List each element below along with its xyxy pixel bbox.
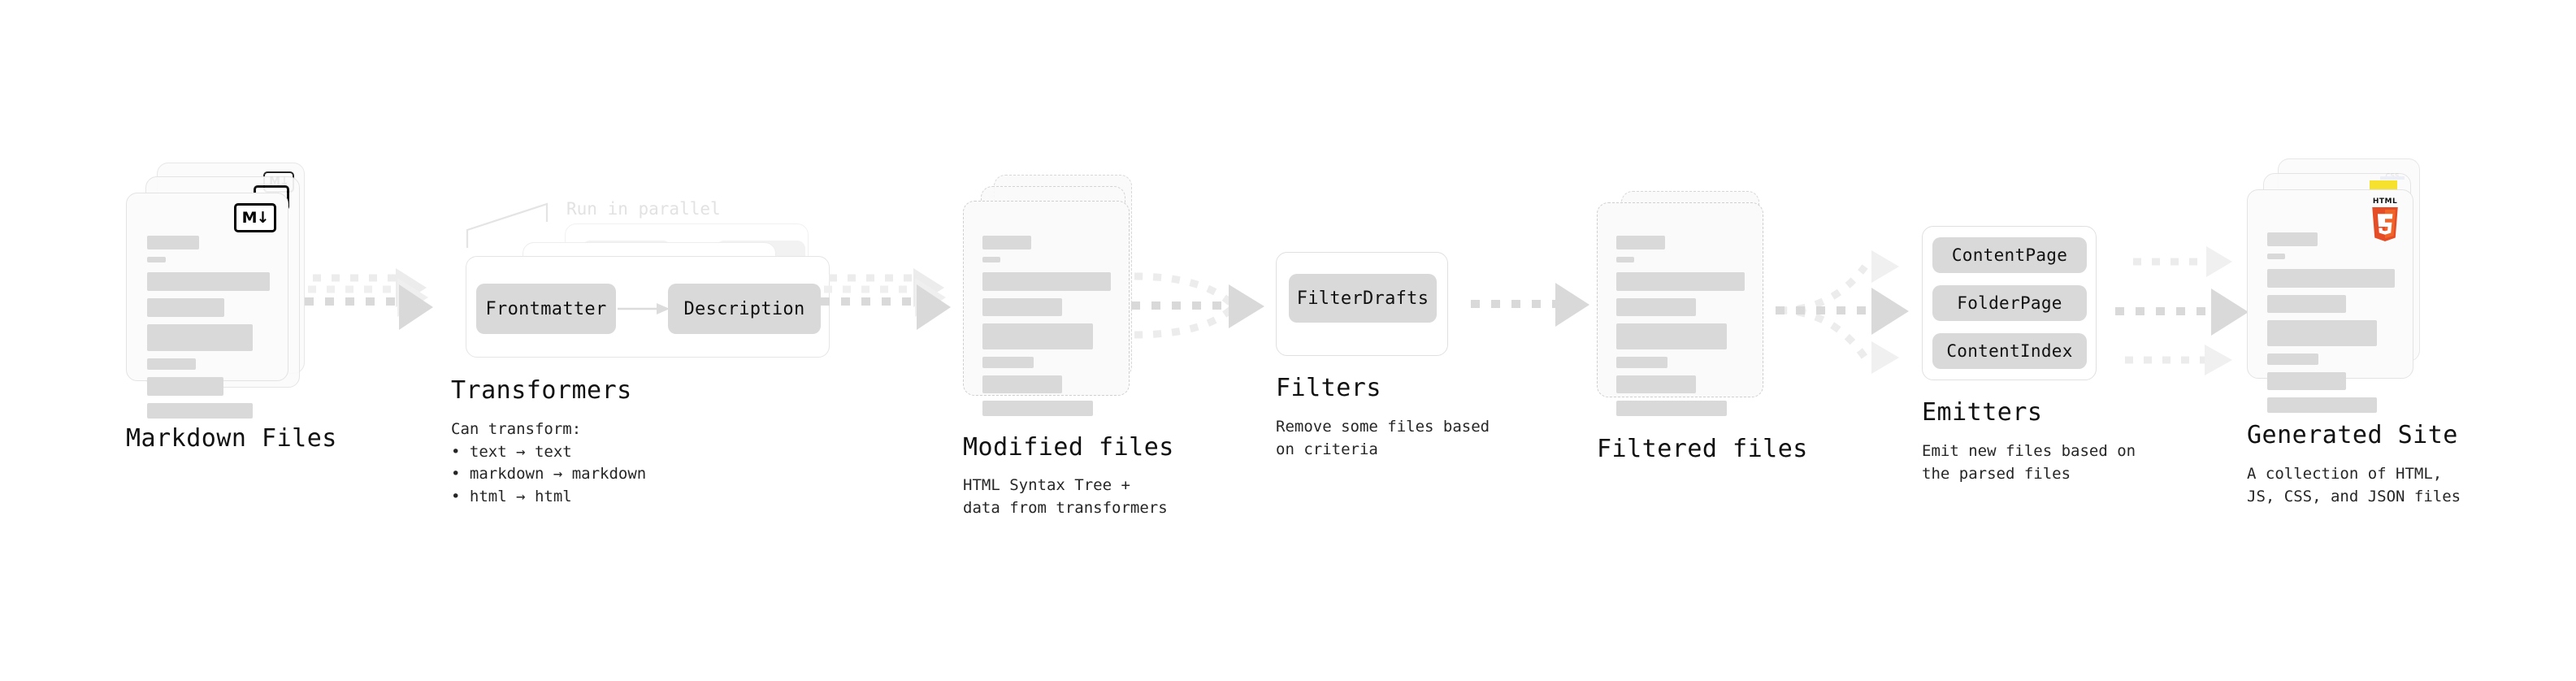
content-line bbox=[2267, 269, 2395, 288]
dotted-arrow-icon bbox=[1471, 283, 1589, 327]
emitters-group-box: ContentPage FolderPage ContentIndex bbox=[1922, 226, 2097, 380]
connector-modified-to-filters bbox=[1131, 260, 1277, 366]
stage-markdown-files: M↓ M↓ M↓ Markdown F bbox=[126, 163, 336, 453]
transformer-arrow-icon bbox=[618, 303, 670, 314]
emitter-pill-contentpage[interactable]: ContentPage bbox=[1932, 237, 2087, 273]
connector-filtered-to-emitters bbox=[1776, 244, 1922, 390]
content-line bbox=[2267, 320, 2378, 346]
emitter-pill-contentindex[interactable]: ContentIndex bbox=[1932, 333, 2087, 369]
dotted-arrow-icon bbox=[821, 268, 951, 330]
content-line bbox=[982, 323, 1093, 349]
filtered-content-lines bbox=[1616, 236, 1745, 423]
content-line bbox=[147, 257, 166, 262]
filtered-card-front bbox=[1597, 202, 1763, 416]
generated-content-lines bbox=[2267, 232, 2395, 420]
filter-pill-filterdrafts[interactable]: FilterDrafts bbox=[1289, 274, 1437, 323]
content-line bbox=[2267, 354, 2318, 365]
transformer-group-front: Frontmatter Description bbox=[466, 256, 830, 358]
content-line bbox=[982, 357, 1034, 368]
modified-content-lines bbox=[982, 236, 1111, 423]
content-line bbox=[1616, 257, 1634, 262]
content-line bbox=[147, 298, 225, 317]
filters-group-box: FilterDrafts bbox=[1276, 252, 1448, 356]
transformers-description: Can transform: • text → text • markdown … bbox=[451, 420, 647, 505]
connector-filters-to-filtered bbox=[1471, 283, 1601, 341]
html5-label: HTML bbox=[2372, 197, 2398, 206]
content-line bbox=[1616, 236, 1665, 249]
markdown-files-title: Markdown Files bbox=[126, 424, 337, 453]
content-line bbox=[982, 401, 1093, 416]
filtered-files-title: Filtered files bbox=[1597, 435, 1808, 463]
html5-badge-icon: HTML bbox=[2367, 197, 2403, 241]
generated-site-description: A collection of HTML, JS, CSS, and JSON … bbox=[2247, 465, 2461, 505]
modified-card-front bbox=[963, 201, 1130, 416]
content-line bbox=[147, 272, 270, 291]
content-line bbox=[1616, 375, 1696, 393]
content-line bbox=[2267, 254, 2285, 259]
transformer-pill-description[interactable]: Description bbox=[668, 284, 821, 334]
content-line bbox=[147, 358, 197, 370]
connector-markdown-to-transformers bbox=[305, 268, 443, 358]
emitters-description: Emit new files based on the parsed files bbox=[1922, 442, 2136, 483]
transformers-title: Transformers bbox=[451, 376, 632, 405]
content-line bbox=[1616, 401, 1727, 416]
modified-files-title: Modified files bbox=[963, 433, 1174, 462]
filters-title: Filters bbox=[1276, 374, 1381, 402]
content-line bbox=[147, 377, 223, 396]
content-line bbox=[147, 403, 253, 419]
dotted-arrow-icon bbox=[305, 268, 433, 330]
content-line bbox=[982, 272, 1111, 291]
generated-site-title: Generated Site bbox=[2247, 421, 2458, 449]
content-line bbox=[982, 375, 1062, 393]
html5-shield-icon bbox=[2372, 207, 2398, 241]
content-line bbox=[2267, 397, 2378, 413]
stage-generated-site: CSS HTML bbox=[2247, 158, 2461, 505]
markdown-content-lines bbox=[147, 236, 270, 426]
generated-card-front-html: HTML bbox=[2247, 189, 2413, 413]
run-in-parallel-bracket-icon bbox=[466, 202, 549, 248]
emitter-pill-folderpage[interactable]: FolderPage bbox=[1932, 285, 2087, 321]
emitters-title: Emitters bbox=[1922, 398, 2043, 427]
markdown-card-front: M↓ bbox=[126, 193, 288, 419]
content-line bbox=[1616, 298, 1696, 316]
content-line bbox=[982, 257, 1000, 262]
connector-emitters-to-site bbox=[2109, 244, 2271, 390]
filters-description: Remove some files based on criteria bbox=[1276, 418, 1490, 458]
modified-file-stack bbox=[963, 175, 1150, 435]
dotted-arrow-fan-icon bbox=[1776, 250, 1909, 374]
content-line bbox=[2267, 372, 2347, 390]
run-in-parallel-label: Run in parallel bbox=[566, 199, 721, 219]
content-line bbox=[1616, 357, 1668, 368]
stage-modified-files: Modified files HTML Syntax Tree + data f… bbox=[963, 175, 1173, 517]
transformer-pill-frontmatter[interactable]: Frontmatter bbox=[476, 284, 616, 334]
content-line bbox=[147, 324, 253, 351]
content-line bbox=[147, 236, 199, 249]
content-line bbox=[2267, 295, 2347, 313]
generated-site-stack: CSS HTML bbox=[2247, 158, 2442, 419]
markdown-file-stack: M↓ M↓ M↓ bbox=[126, 163, 313, 423]
content-line bbox=[982, 298, 1062, 316]
content-line bbox=[1616, 323, 1727, 349]
content-line bbox=[982, 236, 1031, 249]
dotted-arrow-icon bbox=[2115, 246, 2249, 375]
connector-transformers-to-modified bbox=[821, 268, 963, 358]
markdown-icon-front: M↓ bbox=[234, 203, 276, 232]
stage-filtered-files: Filtered files bbox=[1597, 191, 1807, 463]
filtered-file-stack bbox=[1597, 191, 1784, 435]
dotted-arrow-merge-icon bbox=[1131, 272, 1264, 339]
modified-files-description: HTML Syntax Tree + data from transformer… bbox=[963, 476, 1168, 517]
content-line bbox=[1616, 272, 1745, 291]
content-line bbox=[2267, 232, 2318, 246]
